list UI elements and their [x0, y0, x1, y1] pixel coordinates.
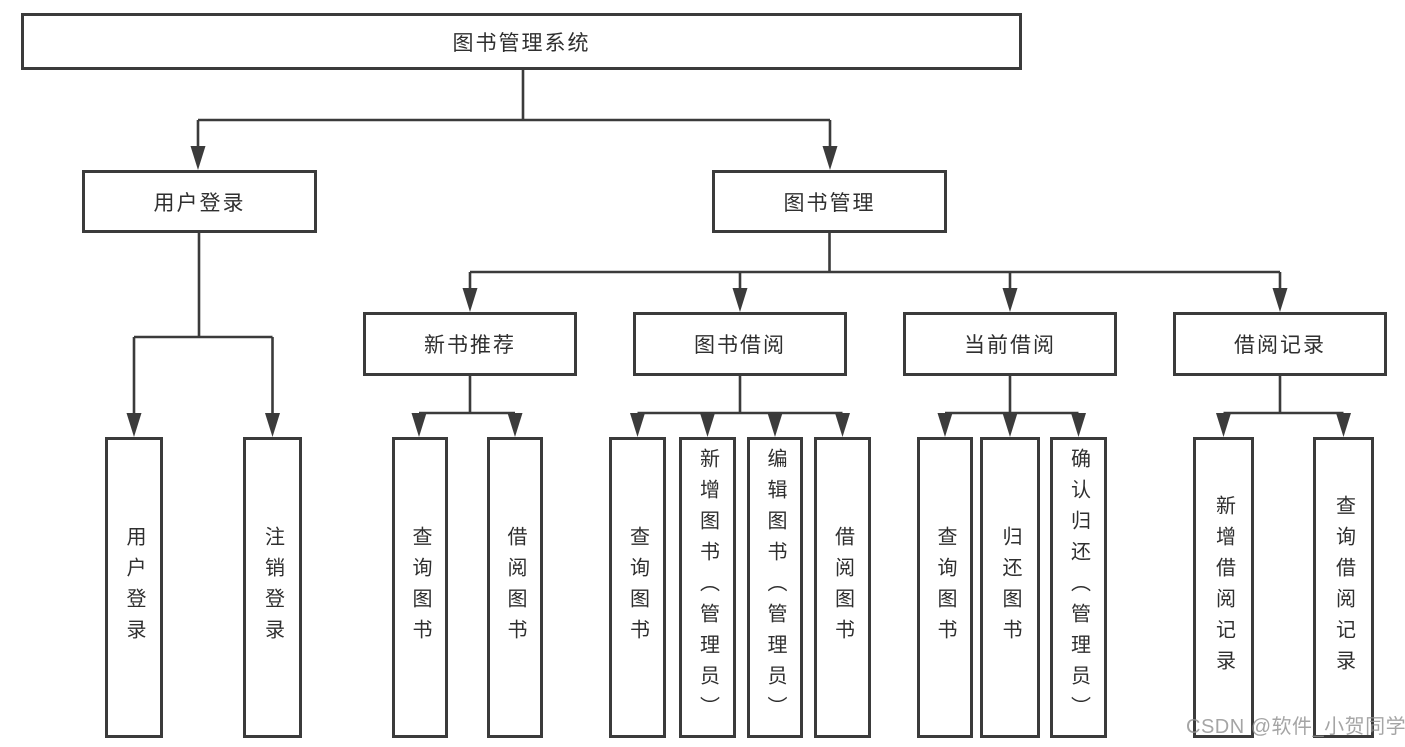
node-root: 图书管理系统: [21, 13, 1022, 70]
leaf-query-borrow-record: 查询借阅记录: [1313, 437, 1374, 738]
leaf-add-borrow-record: 新增借阅记录: [1193, 437, 1254, 738]
leaf-query-books-current: 查询图书: [917, 437, 973, 738]
node-book-borrow: 图书借阅: [633, 312, 847, 376]
leaf-logout: 注销登录: [243, 437, 302, 738]
node-new-book-recommend: 新书推荐: [363, 312, 577, 376]
leaf-user-login: 用户登录: [105, 437, 163, 738]
leaf-edit-book-admin: 编辑图书（管理员）: [747, 437, 803, 738]
node-current-borrow: 当前借阅: [903, 312, 1117, 376]
leaf-borrow-book: 借阅图书: [814, 437, 871, 738]
node-book-management: 图书管理: [712, 170, 947, 233]
node-borrow-records: 借阅记录: [1173, 312, 1387, 376]
node-user-login: 用户登录: [82, 170, 317, 233]
leaf-confirm-return-admin: 确认归还（管理员）: [1050, 437, 1107, 738]
leaf-query-books-borrow: 查询图书: [609, 437, 666, 738]
leaf-query-books-recommend: 查询图书: [392, 437, 448, 738]
leaf-borrow-books-recommend: 借阅图书: [487, 437, 543, 738]
watermark: CSDN @软件_小贺同学: [1186, 716, 1405, 738]
leaf-return-book: 归还图书: [980, 437, 1040, 738]
leaf-add-book-admin: 新增图书（管理员）: [679, 437, 736, 738]
